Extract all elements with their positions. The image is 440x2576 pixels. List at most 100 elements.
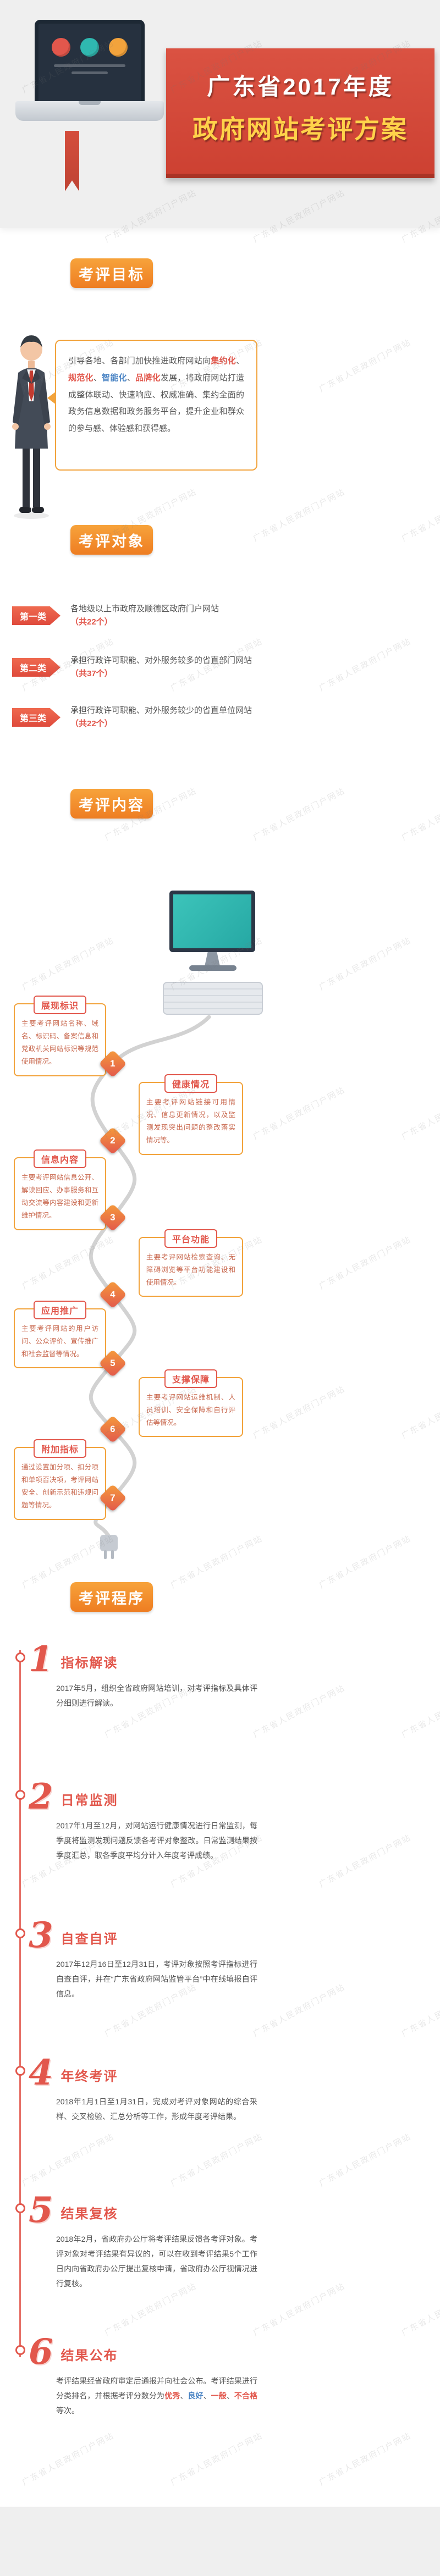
section-badge-procedure: 考评程序	[70, 1582, 153, 1612]
timeline-line	[19, 1650, 21, 2357]
watermark-text: 广东省人民政府门户网站	[20, 2430, 116, 2487]
pin-number: 4	[110, 1289, 116, 1300]
content-box-display-identity: 展现标识 主要考评网站名称、域名、标识码、备案信息和党政机关网站标识等规范使用情…	[14, 996, 106, 1076]
watermark-text: 广东省人民政府门户网站	[20, 2131, 116, 2188]
pin-number: 2	[110, 1135, 116, 1146]
watermark-text: 广东省人民政府门户网站	[317, 1832, 413, 1889]
section-badge-content: 考评内容	[70, 789, 153, 819]
timeline-dot	[15, 1928, 25, 1938]
content-box-title: 平台功能	[164, 1229, 218, 1248]
content-box-support: 支撑保障 主要考评网站运维机制、人员培训、安全保障和自行评估等情况。	[139, 1369, 243, 1438]
content-pin-2: 2	[98, 1126, 127, 1155]
watermark-text: 广东省人民政府门户网站	[317, 1234, 413, 1291]
title-banner: 广东省2017年度 政府网站考评方案	[166, 48, 435, 178]
watermark-text: 广东省人民政府门户网站	[251, 1683, 347, 1740]
target-row-1: 第一类 各地级以上市政府及顺德区政府门户网站（共22个）	[12, 602, 257, 629]
monitor-stand	[205, 952, 220, 966]
step-title: 指标解读	[61, 1655, 118, 1671]
target-row-2: 第二类 承担行政许可职能、对外服务较多的省直部门网站（共37个）	[12, 654, 257, 681]
businessman-illustration	[12, 335, 51, 519]
content-box-extra-indicators: 附加指标 通过设置加分项、扣分项和单项否决项，考评网站安全、创新示范和违规问题等…	[14, 1439, 106, 1520]
content-box-platform: 平台功能 主要考评网站检索查询、无障碍浏览等平台功能建设和使用情况。	[139, 1229, 243, 1297]
watermark-text: 广东省人民政府门户网站	[400, 1085, 440, 1142]
step-number: 2	[29, 1776, 53, 1817]
step-desc: 2018年1月1日至1月31日，完成对考评对象网站的综合采样、交叉检验、汇总分析…	[56, 2097, 257, 2121]
step-desc: 2018年2月，省政府办公厅将考评结果反馈各考评对象。考评对象对考评结果有异议的…	[56, 2234, 257, 2288]
pin-number: 6	[110, 1424, 116, 1434]
monitor-base	[189, 965, 237, 971]
content-box-desc: 主要考评网站的用户访问、公众评价、宣传推广和社会监督等情况。	[21, 1325, 98, 1358]
watermark-text: 广东省人民政府门户网站	[317, 337, 413, 394]
step-number: 3	[29, 1915, 53, 1956]
category-desc: 各地级以上市政府及顺德区政府门户网站（共22个）	[70, 604, 219, 627]
category-tag: 第二类	[12, 658, 61, 677]
content-pin-4: 4	[98, 1280, 127, 1309]
app-circle-icon-teal	[80, 38, 99, 57]
watermark-text: 广东省人民政府门户网站	[317, 935, 413, 992]
watermark-text: 广东省人民政府门户网站	[169, 2131, 265, 2188]
timeline-dot	[15, 1790, 25, 1800]
content-box-desc: 主要考评网站运维机制、人员培训、安全保障和自行评估等情况。	[146, 1394, 235, 1427]
goal-text: 引导各地、各部门加快推进政府网站向集约化、规范化、智能化、品牌化发展，将政府网站…	[68, 356, 244, 433]
step-4-year-end-evaluation: 4 年终考评 2018年1月1日至1月31日，完成对考评对象网站的综合采样、交叉…	[0, 2055, 264, 2124]
content-box-desc: 主要考评网站名称、域名、标识码、备案信息和党政机关网站标识等规范使用情况。	[21, 1020, 98, 1066]
goal-text-box: 引导各地、各部门加快推进政府网站向集约化、规范化、智能化、品牌化发展，将政府网站…	[47, 340, 257, 471]
pin-number: 1	[110, 1058, 116, 1069]
pin-number: 7	[110, 1492, 116, 1503]
step-5-result-review: 5 结果复核 2018年2月，省政府办公厅将考评结果反馈各考评对象。考评对象对考…	[0, 2193, 264, 2292]
step-3-self-assessment: 3 自查自评 2017年12月16日至12月31日，考评对象按照考评指标进行自查…	[0, 1915, 264, 2002]
plug-icon	[100, 1535, 118, 1551]
step-6-result-announcement: 6 结果公布 考评结果经省政府审定后通报并向社会公布。考评结果进行分类排名，并根…	[0, 2331, 264, 2418]
step-2-daily-monitoring: 2 日常监测 2017年1月至12月，对网站运行健康情况进行日常监测，每季度将监…	[0, 1776, 264, 1863]
watermark-text: 广东省人民政府门户网站	[20, 935, 116, 992]
step-desc: 考评结果经省政府审定后通报并向社会公布。考评结果进行分类排名，并根据考评分数分为…	[56, 2376, 258, 2415]
page-title-line1: 广东省2017年度	[207, 74, 394, 99]
watermark-text: 广东省人民政府门户网站	[317, 2131, 413, 2188]
content-box-title: 支撑保障	[164, 1369, 218, 1388]
step-number: 6	[29, 2331, 53, 2373]
monitor-illustration	[169, 891, 255, 952]
watermark-text: 广东省人民政府门户网站	[400, 1982, 440, 2039]
step-desc: 2017年12月16日至12月31日，考评对象按照考评指标进行自查自评，并在“广…	[56, 1959, 257, 1999]
screen-text-line	[72, 71, 108, 74]
watermark-text: 广东省人民政府门户网站	[400, 786, 440, 843]
content-box-health: 健康情况 主要考评网站链接可用情况、信息更新情况，以及监测发现突出问题的整改落实…	[139, 1074, 243, 1155]
keyboard-illustration	[163, 982, 263, 1015]
watermark-text: 广东省人民政府门户网站	[169, 2430, 265, 2487]
content-box-desc: 通过设置加分项、扣分项和单项否决项，考评网站安全、创新示范和违规问题等情况。	[21, 1463, 98, 1510]
timeline-dot	[15, 1652, 25, 1662]
category-desc: 承担行政许可职能、对外服务较少的省直单位网站（共22个）	[70, 706, 252, 728]
laptop-hinge-notch	[79, 101, 101, 105]
pin-number: 3	[110, 1212, 116, 1223]
content-box-desc: 主要考评网站链接可用情况、信息更新情况，以及监测发现突出问题的整改落实情况等。	[146, 1098, 235, 1145]
target-row-3: 第三类 承担行政许可职能、对外服务较少的省直单位网站（共22个）	[12, 704, 257, 731]
red-ribbon-bookmark	[65, 131, 79, 191]
step-number: 1	[29, 1639, 53, 1680]
content-box-title: 附加指标	[33, 1439, 87, 1458]
content-box-desc: 主要考评网站检索查询、无障碍浏览等平台功能建设和使用情况。	[146, 1253, 235, 1287]
plug-prong	[104, 1550, 107, 1559]
laptop-illustration	[15, 20, 164, 130]
watermark-text: 广东省人民政府门户网站	[251, 2281, 347, 2338]
timeline-dot	[15, 2203, 25, 2213]
step-1-indicator-briefing: 1 指标解读 2017年5月，组织全省政府网站培训，对考评指标及具体评分细则进行…	[0, 1639, 264, 1711]
watermark-text: 广东省人民政府门户网站	[317, 636, 413, 693]
timeline-dot	[15, 2066, 25, 2076]
app-circle-icon-orange	[109, 38, 128, 57]
screen-text-line	[54, 64, 125, 67]
content-box-desc: 主要考评网站信息公开、解读回应、办事服务和互动交流等内容建设和更新维护情况。	[21, 1174, 98, 1220]
page-title-line2: 政府网站考评方案	[193, 115, 408, 143]
step-title: 结果公布	[61, 2348, 118, 2363]
content-box-promotion: 应用推广 主要考评网站的用户访问、公众评价、宣传推广和社会监督等情况。	[14, 1301, 106, 1369]
watermark-text: 广东省人民政府门户网站	[317, 1533, 413, 1590]
content-box-title: 信息内容	[33, 1149, 87, 1168]
watermark-text: 广东省人民政府门户网站	[400, 487, 440, 544]
step-title: 年终考评	[61, 2069, 118, 2084]
laptop-screen	[35, 20, 145, 105]
content-box-title: 应用推广	[33, 1301, 87, 1319]
step-title: 自查自评	[61, 1931, 118, 1947]
content-pin-6: 6	[98, 1415, 127, 1444]
watermark-text: 广东省人民政府门户网站	[400, 1683, 440, 1740]
watermark-text: 广东省人民政府门户网站	[169, 1533, 265, 1590]
